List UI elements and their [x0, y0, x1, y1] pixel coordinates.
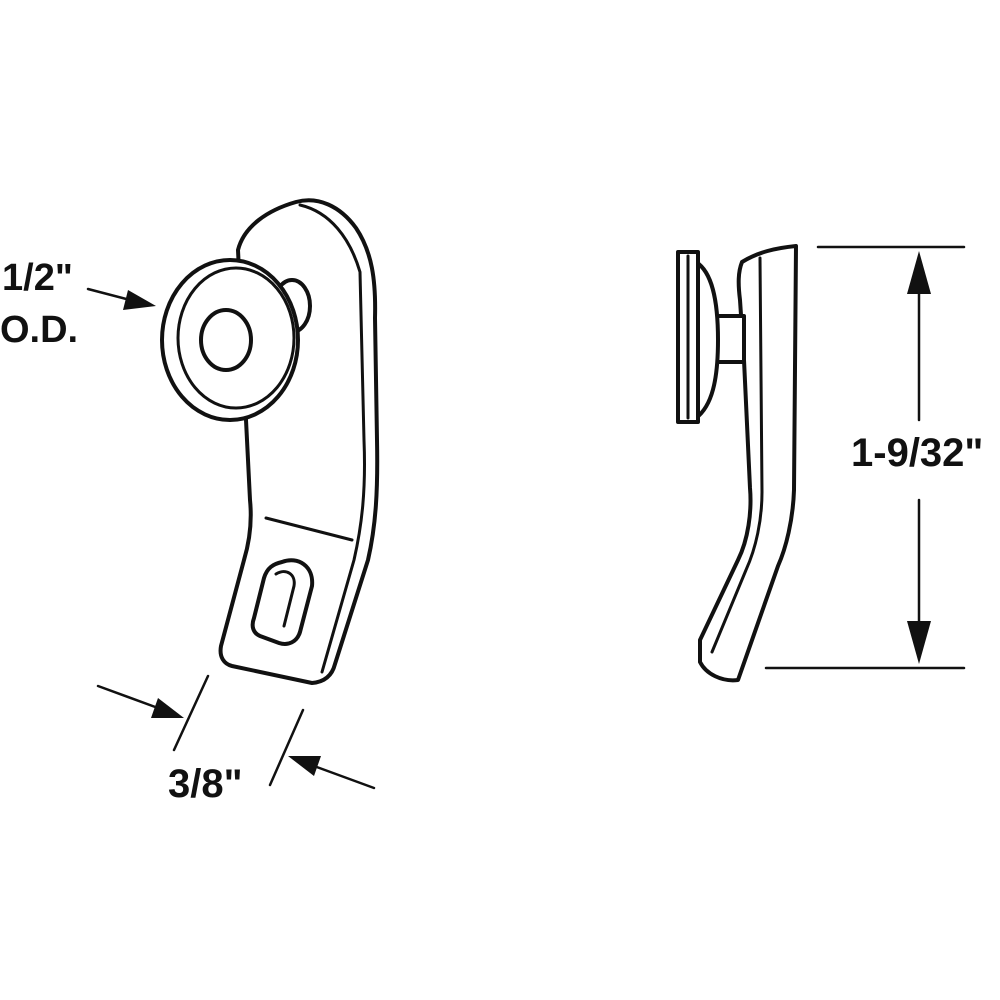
- height-dimension: 1-9/32": [764, 245, 983, 670]
- roller-diameter-arrowhead: [123, 290, 156, 310]
- width-arrowhead-left: [151, 698, 184, 718]
- side-view: [676, 244, 798, 683]
- height-label: 1-9/32": [851, 431, 983, 475]
- height-arrowhead-bottom: [907, 621, 931, 664]
- width-extension-left: [172, 674, 210, 752]
- side-bracket-body: [698, 244, 798, 683]
- width-extension-right: [268, 708, 305, 787]
- front-bracket-edge: [298, 203, 367, 674]
- roller-diameter-dimension: 1/2" O.D.: [0, 257, 156, 351]
- height-arrowhead-top: [907, 251, 931, 294]
- side-roller-hub: [694, 260, 720, 420]
- roller-diameter-label-od: O.D.: [0, 309, 78, 351]
- side-bracket-edge: [710, 256, 764, 654]
- roller-diameter-label: 1/2": [2, 257, 73, 299]
- front-view: [160, 198, 380, 685]
- front-slot: [250, 558, 315, 646]
- front-roller: [160, 258, 300, 422]
- width-dimension: 3/8": [96, 674, 376, 806]
- front-slot-inner: [274, 570, 296, 628]
- width-label: 3/8": [168, 762, 243, 806]
- front-bend-line: [264, 516, 354, 542]
- width-arrowhead-right: [288, 756, 321, 776]
